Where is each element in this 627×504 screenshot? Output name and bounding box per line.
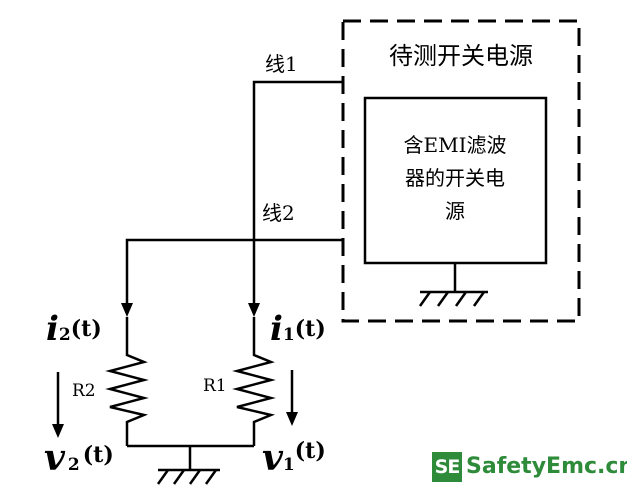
bottom-ground-hatch-2 [172,469,186,485]
current-label-i2: i2(t) [46,309,102,349]
voltage-arrow-v1-head [286,412,298,426]
wire-line2-arrow [121,303,133,317]
wire-line2-label: 线2 [262,201,295,225]
inner-ground-hatch-1 [418,291,432,307]
inner-ground-hatch-3 [454,291,468,307]
inner-box-line-3: 源 [445,199,465,223]
wire-line1 [252,80,343,305]
outer-box-title: 待测开关电源 [389,42,533,70]
resistor-r1 [232,317,276,446]
wire-line1-arrow [248,303,260,317]
inner-box-line-1: 含EMI滤波 [404,133,507,157]
wire-line2 [125,238,343,305]
voltage-label-v1: v1(t) [262,437,326,479]
watermark-badge: SE [432,452,462,482]
bottom-ground-hatch-3 [188,469,202,485]
outer-dashed-box [341,19,581,323]
bottom-ground-hatch-1 [156,469,170,485]
current-label-i1: i1(t) [270,309,326,349]
bottom-ground-hatch-4 [204,469,218,485]
wire-line1-label: 线1 [265,52,298,76]
voltage-arrow-v2-head [52,424,64,438]
resistor-r1-label: R1 [203,376,227,396]
inner-box-line-2: 器的开关电 [405,166,505,190]
resistor-r2-label: R2 [72,381,96,401]
inner-ground-hatch-4 [472,291,486,307]
resistor-r2 [105,317,149,446]
inner-ground-hatch-2 [436,291,450,307]
watermark-text: SafetyEmc.cn [466,454,627,479]
